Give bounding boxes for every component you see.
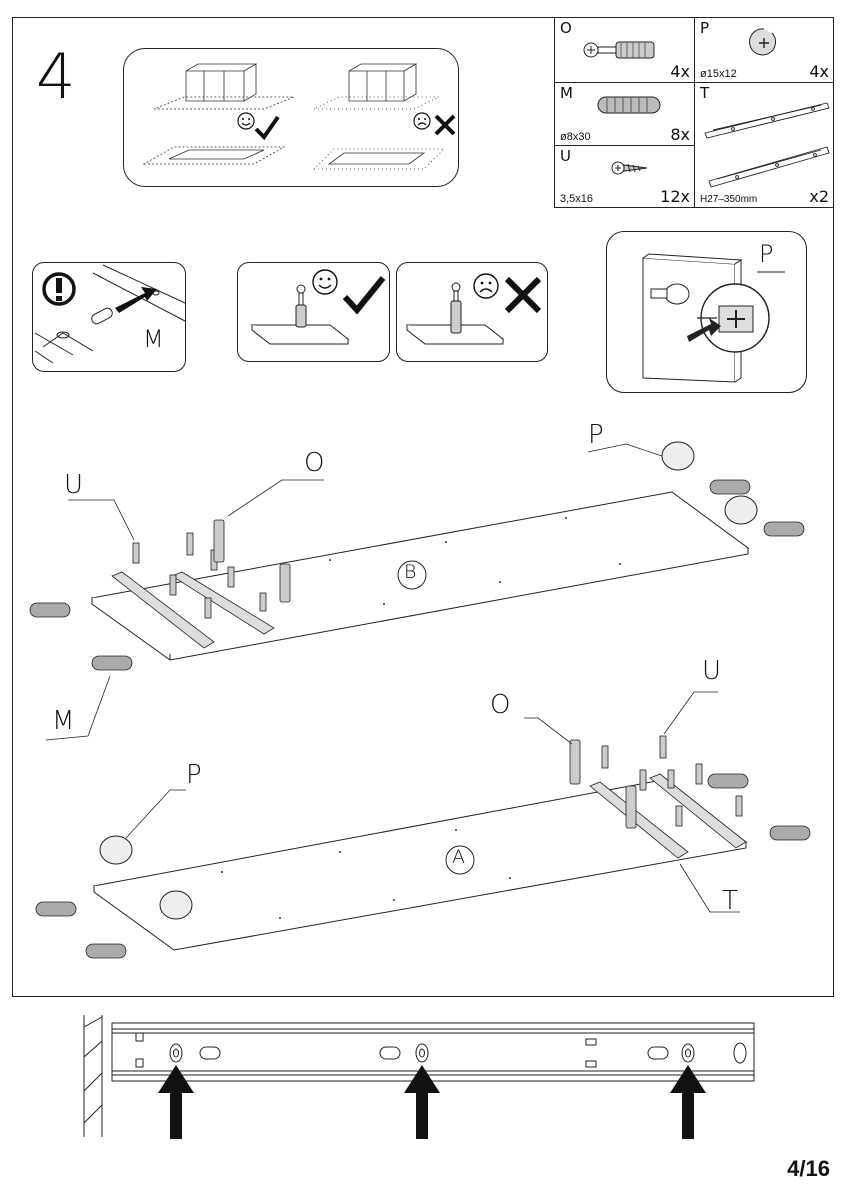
sad-face-icon — [413, 112, 431, 130]
bolt-incorrect-illustration — [405, 282, 505, 345]
check-mark-icon — [254, 115, 280, 141]
part-o-cell: O 4x — [554, 17, 695, 83]
part-u-cell: U 3,5x16 12x — [554, 145, 695, 208]
callout-o-top: O — [304, 448, 325, 478]
upper-dowels — [29, 479, 805, 671]
callout-p-lower: P — [186, 760, 202, 790]
bolt-correct-illustration — [250, 284, 350, 345]
arrow-up-icon — [404, 1065, 440, 1139]
panel-b-slides — [111, 571, 275, 649]
page-number: 4/16 — [787, 1156, 830, 1181]
cam-bolt-icon — [583, 41, 655, 59]
arrow-up-icon — [670, 1065, 706, 1139]
floor-protection-panel — [123, 48, 459, 187]
part-p-cell: P ø15x12 4x — [694, 17, 834, 83]
panel-a-label: A — [452, 846, 465, 868]
callout-t-lower: T — [722, 886, 738, 916]
panel-a-slides — [589, 773, 747, 859]
callout-u-top: U — [64, 470, 84, 500]
panel-a — [92, 779, 748, 951]
arrow-up-icon — [158, 1065, 194, 1139]
panel-b — [90, 491, 750, 661]
lower-cams — [99, 835, 193, 920]
cam-lock-orientation-illustration — [642, 253, 785, 383]
leader-lines — [45, 443, 740, 913]
cross-mark-icon — [434, 114, 456, 136]
wooden-dowel-icon — [597, 96, 661, 114]
cam-lock-detail-panel: P — [606, 231, 807, 393]
callout-p-top: P — [588, 420, 604, 450]
lower-dowels — [35, 773, 811, 959]
floor-protection-illustration — [142, 63, 445, 170]
cross-mark-icon — [504, 276, 542, 314]
warning-icon — [42, 272, 76, 306]
rail-screw-position-illustration — [83, 1015, 755, 1137]
parts-table: O 4x P ø15x12 4x M ø8x30 8x T — [554, 17, 834, 208]
cam-label: P — [759, 240, 774, 268]
upper-screws — [132, 519, 291, 619]
step-number: 4 — [36, 40, 76, 113]
callout-o-lower: O — [490, 690, 511, 720]
rail-detail-panel — [12, 996, 834, 1144]
lower-screws — [569, 735, 743, 829]
happy-face-icon — [312, 269, 338, 295]
incorrect-bolt-panel — [396, 262, 548, 362]
sad-face-icon — [473, 273, 499, 299]
dowel-warning-panel: M — [32, 262, 186, 372]
check-mark-icon — [342, 276, 386, 315]
drawer-slide-icon — [704, 102, 830, 188]
dowel-insert-illustration — [34, 264, 186, 364]
correct-bolt-panel — [237, 262, 390, 362]
screw-icon — [611, 161, 648, 175]
callout-u-lower: U — [702, 656, 722, 686]
panel-b-label: B — [404, 561, 417, 583]
part-m-cell: M ø8x30 8x — [554, 82, 695, 146]
assembly-diagram — [29, 441, 811, 959]
callout-m-left: M — [52, 706, 75, 736]
happy-face-icon — [237, 112, 255, 130]
dowel-label: M — [143, 325, 164, 353]
cam-lock-icon — [749, 28, 776, 56]
